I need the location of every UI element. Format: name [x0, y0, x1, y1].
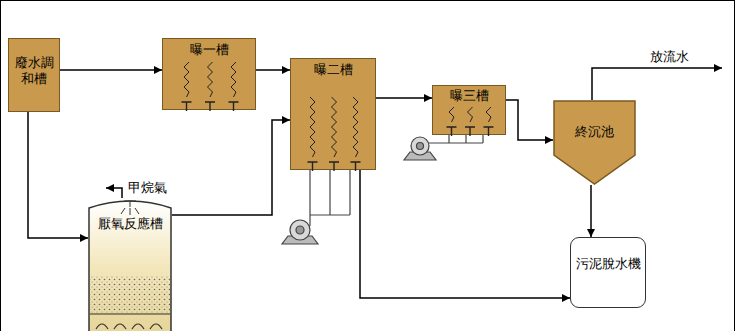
methane-label: 甲烷氣 — [128, 180, 167, 196]
blower-pump — [282, 168, 350, 244]
flow-connector — [506, 100, 553, 140]
anaerobic-reactor: 厭氧反應槽 — [88, 198, 172, 331]
flow-connector — [28, 112, 88, 238]
node-label: 終沉池 — [553, 124, 636, 140]
flow-connector — [360, 170, 570, 298]
flow-connector — [590, 185, 592, 237]
flow-connector — [172, 120, 290, 215]
shape-outline — [571, 238, 647, 309]
node-label: 污泥脫水機 — [571, 256, 645, 272]
aeration-tank: 曝二槽 — [290, 58, 376, 170]
effluent-line — [592, 68, 722, 100]
blower-pump — [404, 134, 483, 160]
sludge-dewatering-machine: 污泥脫水機 — [570, 237, 646, 308]
node-label: 曝一槽 — [163, 42, 255, 58]
node-label: 曝二槽 — [291, 62, 375, 78]
flow-connector — [256, 69, 290, 71]
aeration-tank: 曝一槽 — [162, 38, 256, 110]
equalization-tank: 廢水調和槽 — [8, 38, 60, 112]
flow-connector — [60, 69, 162, 71]
flow-connector — [376, 97, 432, 99]
methane-line — [106, 188, 122, 198]
node-label: 廢水調和槽 — [9, 55, 59, 88]
shape-outline — [553, 100, 636, 185]
node-label: 曝三槽 — [433, 88, 505, 104]
aeration-tank: 曝三槽 — [432, 85, 506, 135]
clarifier: 終沉池 — [553, 100, 636, 185]
node-label: 厭氧反應槽 — [88, 216, 172, 232]
effluent-label: 放流水 — [650, 49, 689, 65]
